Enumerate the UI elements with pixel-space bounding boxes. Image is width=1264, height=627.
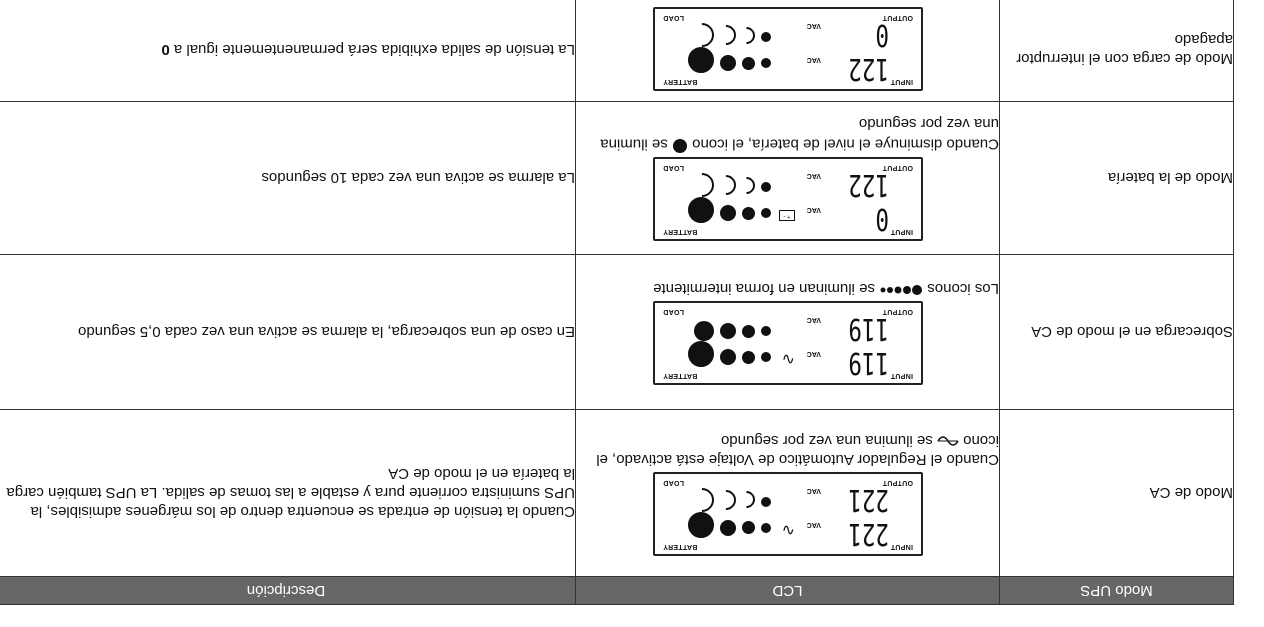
- lcd-load-level-indicator: [685, 168, 719, 203]
- lcd-battery-level-dot: [742, 207, 755, 220]
- ups-mode-table: Modo UPS LCD Descripción Modo de CA INPU…: [0, 0, 1234, 605]
- lcd-load-level-indicator: [711, 171, 741, 200]
- sine-wave-icon: [937, 430, 959, 449]
- lcd-input-value: 221: [848, 515, 889, 551]
- lcd-load-level-indicator: [734, 23, 759, 48]
- lcd-load-level-indicator: [761, 182, 771, 193]
- lcd-battery-level-dot: [761, 58, 771, 69]
- lcd-battery-level-dot: [742, 57, 755, 70]
- lcd-battery-level-dot: [688, 511, 714, 538]
- lcd-load-level-indicator: [742, 324, 755, 338]
- header-description: Descripción: [0, 576, 576, 605]
- description-cell: La alarma se activa una vez cada 10 segu…: [0, 101, 576, 255]
- lcd-battery-level-dot: [742, 521, 755, 535]
- lcd-input-label: INPUT: [890, 542, 914, 550]
- mode-cell: Sobrecarga en el modo de CA: [999, 254, 1234, 410]
- lcd-battery-level-dot: [761, 352, 771, 363]
- lcd-battery-mode-icon: + -: [779, 210, 795, 222]
- lcd-load-level-indicator: [734, 487, 759, 512]
- mode-cell: Modo de carga con el interruptor apagado: [999, 0, 1234, 102]
- lcd-battery-level-dot: [742, 350, 755, 364]
- lcd-battery-level-dot: [720, 55, 736, 72]
- lcd-input-value: 122: [848, 51, 889, 87]
- description-cell: La tensión de salida exhibida será perma…: [0, 0, 576, 102]
- lcd-battery-label: BATTERY: [663, 78, 698, 86]
- lcd-battery-level-dot: [761, 522, 771, 533]
- lcd-load-level-indicator: [694, 321, 714, 342]
- lcd-sine-wave-icon: ∿: [781, 520, 795, 538]
- load-level-icon: [879, 279, 923, 298]
- lcd-load-label: LOAD: [663, 478, 685, 486]
- lcd-load-level-indicator: [761, 326, 771, 337]
- lcd-input-vac: VAC: [806, 56, 821, 64]
- lcd-load-level-indicator: [734, 173, 759, 198]
- lcd-battery-level-dot: [720, 349, 736, 366]
- mode-cell: Modo de la batería: [999, 101, 1234, 255]
- lcd-output-value: 122: [848, 167, 889, 203]
- lcd-output-vac: VAC: [806, 172, 821, 180]
- lcd-output-value: 0: [875, 17, 889, 53]
- header-lcd: LCD: [575, 576, 1000, 605]
- lcd-battery-label: BATTERY: [663, 228, 698, 236]
- description-cell: En caso de una sobrecarga, la alarma se …: [0, 254, 576, 410]
- table-row: Modo de carga con el interruptor apagado…: [0, 0, 1234, 102]
- lcd-battery-label: BATTERY: [663, 372, 698, 380]
- lcd-input-label: INPUT: [890, 228, 914, 236]
- lcd-input-value: 119: [848, 345, 889, 381]
- lcd-output-vac: VAC: [806, 486, 821, 494]
- lcd-output-value: 221: [848, 481, 889, 517]
- lcd-battery-level-dot: [720, 519, 736, 536]
- lcd-load-level-indicator: [720, 323, 736, 340]
- lcd-note: Los iconos se iluminan en forma intermit…: [653, 279, 999, 298]
- lcd-input-label: INPUT: [890, 78, 914, 86]
- lcd-load-label: LOAD: [663, 308, 685, 316]
- table-header-row: Modo UPS LCD Descripción: [0, 576, 1234, 605]
- lcd-load-level-indicator: [685, 482, 719, 517]
- battery-dot-icon: [672, 134, 688, 155]
- lcd-input-label: INPUT: [890, 372, 914, 380]
- lcd-note: Cuando disminuye el nivel de batería, el…: [600, 115, 999, 155]
- lcd-input-value: 0: [875, 201, 889, 237]
- lcd-battery-label: BATTERY: [663, 542, 698, 550]
- lcd-battery-level-dot: [688, 47, 714, 74]
- lcd-battery-level-dot: [761, 208, 771, 219]
- lcd-input-vac: VAC: [806, 206, 821, 214]
- lcd-input-vac: VAC: [806, 520, 821, 528]
- lcd-load-level-indicator: [711, 485, 741, 514]
- lcd-load-label: LOAD: [663, 164, 685, 172]
- description-cell: Cuando la tensión de entrada se encuentr…: [0, 409, 576, 577]
- lcd-battery-level-dot: [720, 205, 736, 222]
- lcd-output-vac: VAC: [806, 22, 821, 30]
- lcd-load-level-indicator: [685, 18, 719, 53]
- lcd-input-vac: VAC: [806, 350, 821, 358]
- lcd-load-level-indicator: [761, 496, 771, 507]
- lcd-battery-level-dot: [688, 341, 714, 368]
- lcd-output-vac: VAC: [806, 316, 821, 324]
- header-mode: Modo UPS: [999, 576, 1234, 605]
- lcd-output-value: 119: [848, 311, 889, 347]
- mode-cell: Modo de CA: [999, 409, 1234, 577]
- lcd-load-level-indicator: [711, 21, 741, 50]
- lcd-note: Cuando el Regulador Automático de Voltaj…: [596, 430, 999, 468]
- lcd-sine-wave-icon: ∿: [781, 350, 795, 368]
- lcd-battery-level-dot: [688, 197, 714, 224]
- lcd-load-level-indicator: [761, 32, 771, 43]
- lcd-load-label: LOAD: [663, 14, 685, 22]
